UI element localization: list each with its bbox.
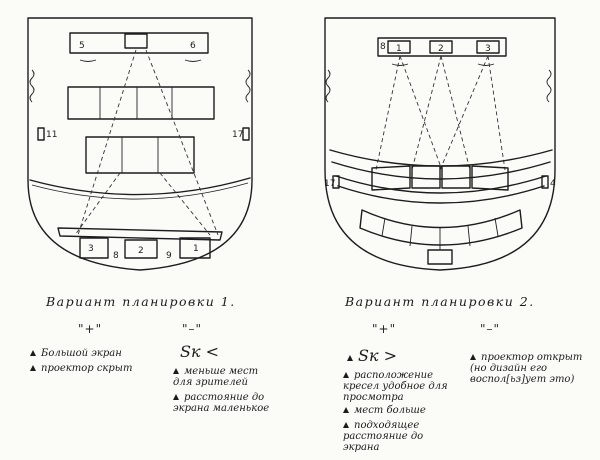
label-2: 2	[138, 246, 144, 256]
label-side-left: 17	[324, 179, 335, 189]
room-1-screen-wall	[69, 32, 209, 54]
bullet-icon	[347, 355, 353, 361]
layout-2-title: Вариант планировки 2.	[345, 294, 535, 309]
bullet-icon	[343, 407, 349, 413]
bullet-icon	[30, 350, 36, 356]
layout-2-pro-item: расположение кресел удобное для просмотр…	[343, 370, 448, 403]
layout-1-cons-symbol: Sк <	[180, 342, 220, 361]
bullet-icon	[343, 372, 349, 378]
side-speaker-right	[242, 127, 250, 141]
seat-block	[371, 165, 411, 191]
layout-1-pros-header: "+"	[78, 322, 103, 336]
layout-1-cons-header: "–"	[182, 322, 203, 336]
box-2	[124, 239, 158, 259]
layout-2-cons-header: "–"	[480, 322, 501, 336]
label-2: 2	[438, 44, 444, 54]
label-8: 8	[380, 42, 386, 52]
room-2-screen	[377, 37, 507, 57]
label-side-left: 11	[46, 130, 57, 140]
layout-2-con-item: проектор открыт (но дизайн его воспол[ьз…	[470, 352, 583, 385]
front-seat-row	[359, 209, 523, 246]
speaker-arc	[79, 59, 97, 62]
sightline	[145, 49, 219, 236]
right-wall-panel	[245, 69, 251, 103]
bullet-icon	[30, 365, 36, 371]
label-3: 3	[88, 244, 94, 254]
label-1: 1	[193, 244, 199, 254]
bottom-screen	[57, 227, 223, 241]
seat-row-1	[67, 86, 215, 120]
left-wall-panel	[29, 69, 35, 103]
sightline	[77, 49, 137, 236]
bullet-icon	[343, 422, 349, 428]
label-side-right: 17	[232, 130, 243, 140]
label-6: 6	[190, 41, 196, 51]
room-1-walls	[27, 17, 253, 271]
box-3	[79, 237, 109, 259]
room-1-stage-edge	[29, 177, 251, 196]
layout-1-title: Вариант планировки 1.	[46, 294, 236, 309]
label-5: 5	[79, 41, 85, 51]
box-2	[429, 40, 453, 54]
center-console	[427, 249, 453, 265]
layout-1-con-item: меньше мест для зрителей	[173, 366, 259, 388]
layout-2-pro-item: мест больше	[343, 405, 426, 416]
box-3	[476, 40, 500, 54]
layout-1-pro-item: проектор скрыт	[30, 363, 132, 374]
label-1: 1	[396, 44, 402, 54]
layout-1-pro-item: Большой экран	[30, 348, 122, 359]
label-8: 8	[113, 251, 119, 261]
layout-2-pros-symbol: Sк >	[347, 346, 397, 365]
label-3: 3	[485, 44, 491, 54]
side-speaker-left	[37, 127, 45, 141]
curved-row-mid	[335, 175, 547, 194]
bullet-icon	[470, 354, 476, 360]
projector-box	[124, 33, 148, 49]
label-side-right: 4	[550, 179, 556, 189]
layout-2-pros-header: "+"	[372, 322, 397, 336]
layout-2-pro-item: подходящее расстояние до экрана	[343, 420, 424, 453]
room-2-walls	[324, 17, 556, 271]
seat-row-2	[85, 136, 195, 174]
label-9: 9	[166, 251, 172, 261]
room-1-stage-edge-2	[31, 182, 249, 200]
curved-row-back	[329, 149, 553, 167]
layout-1-con-item: расстояние до экрана маленькое	[173, 392, 270, 414]
bullet-icon	[173, 394, 179, 400]
bullet-icon	[173, 368, 179, 374]
speaker-arc	[184, 59, 202, 62]
box-1	[387, 40, 411, 54]
box-1	[179, 237, 211, 259]
